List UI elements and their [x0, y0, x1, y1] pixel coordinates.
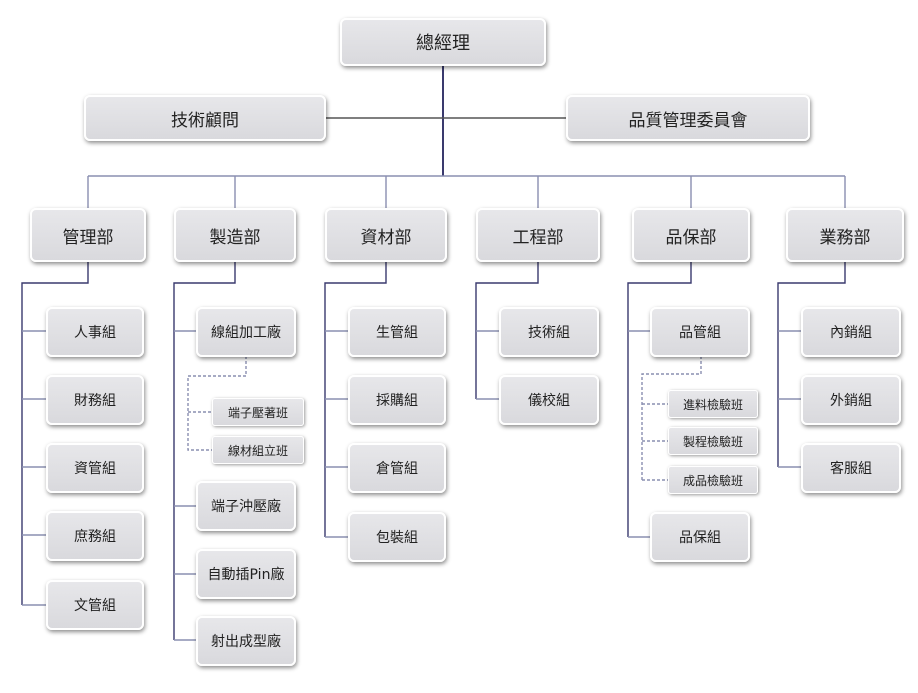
node-general-manager: 總經理	[340, 18, 546, 66]
group-box: 外銷組	[801, 375, 901, 425]
group-box: 內銷組	[801, 307, 901, 357]
group-box: 品管組	[650, 307, 750, 357]
dept-manufacturing: 製造部	[174, 208, 296, 262]
node-quality-committee: 品質管理委員會	[566, 95, 810, 141]
dept-materials: 資材部	[325, 208, 447, 262]
group-box: 倉管組	[348, 443, 446, 493]
subteam-box: 線材組立班	[212, 436, 304, 464]
group-box: 品保組	[650, 512, 750, 562]
subteam-box: 製程檢驗班	[668, 427, 758, 455]
dept-management: 管理部	[30, 208, 146, 262]
node-technical-advisor: 技術顧問	[84, 95, 326, 141]
group-box: 儀校組	[499, 375, 599, 425]
dept-engineering: 工程部	[476, 208, 600, 262]
group-box: 射出成型廠	[196, 616, 296, 666]
group-box: 自動插Pin廠	[196, 549, 296, 599]
group-box: 文管組	[46, 580, 144, 630]
subteam-box: 端子壓著班	[212, 398, 304, 426]
group-box: 財務組	[46, 375, 144, 425]
group-box: 生管組	[348, 307, 446, 357]
group-box: 客服組	[801, 443, 901, 493]
group-box: 端子沖壓廠	[196, 481, 296, 531]
group-box: 包裝組	[348, 512, 446, 562]
group-box: 技術組	[499, 307, 599, 357]
subteam-box: 成品檢驗班	[668, 466, 758, 494]
dept-sales: 業務部	[786, 208, 904, 262]
dept-quality-assurance: 品保部	[632, 208, 750, 262]
group-box: 資管組	[46, 443, 144, 493]
group-box: 線組加工廠	[196, 307, 296, 357]
group-box: 人事組	[46, 307, 144, 357]
subteam-box: 進料檢驗班	[668, 390, 758, 418]
group-box: 庶務組	[46, 511, 144, 561]
group-box: 採購組	[348, 375, 446, 425]
